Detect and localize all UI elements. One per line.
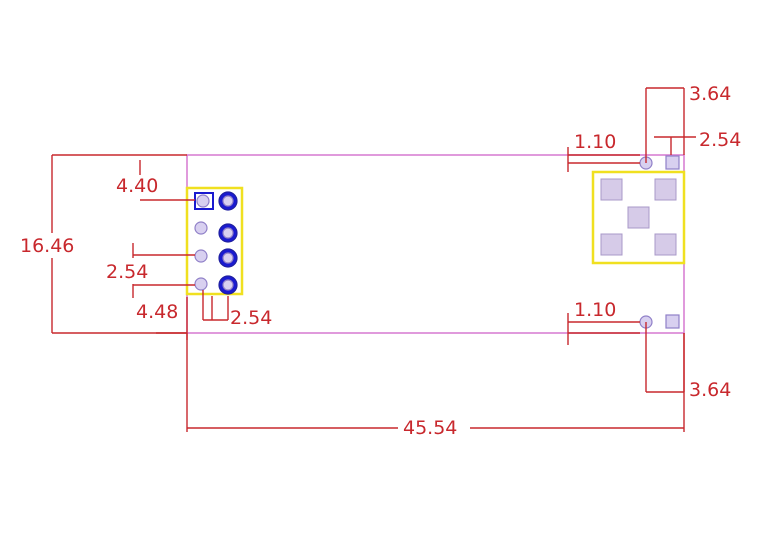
top-square-pad (665, 155, 680, 170)
header-pin (222, 227, 234, 239)
header-pin (222, 279, 234, 291)
dim-header-pitch-bottom: 2.54 (230, 307, 272, 329)
header-pin (196, 194, 210, 208)
header-pin (194, 221, 208, 235)
header-outline (185, 186, 244, 296)
header-pin (222, 195, 234, 207)
chip-pad (600, 233, 623, 256)
dim-header-pitch-left: 2.54 (106, 261, 148, 283)
dim-top-right-pitch: 2.54 (699, 129, 741, 151)
chip-pad (627, 206, 650, 229)
dim-height-total: 16.46 (20, 235, 74, 257)
dim-width-total: 45.54 (403, 417, 457, 439)
header-pins-left-column (194, 194, 210, 291)
chip-pad (654, 233, 677, 256)
header-pin (194, 249, 208, 263)
header-pin (194, 277, 208, 291)
dim-top-right-offset: 3.64 (689, 83, 731, 105)
chip-pad (600, 178, 623, 201)
bottom-square-pad (665, 314, 680, 329)
dimension-lines (51, 87, 696, 432)
dim-bottom-right-offset: 3.64 (689, 379, 731, 401)
dim-top-hole-offset: 1.10 (574, 131, 616, 153)
chip-outline (591, 170, 686, 265)
chip-pad (654, 178, 677, 201)
dim-bottom-hole-offset: 1.10 (574, 299, 616, 321)
dim-header-left-offset: 4.48 (136, 301, 178, 323)
dim-header-top-offset: 4.40 (116, 175, 158, 197)
header-pin (222, 252, 234, 264)
pin1-marker (194, 192, 214, 210)
header-pins-right-column (218, 191, 238, 295)
chip-pads (600, 178, 677, 256)
